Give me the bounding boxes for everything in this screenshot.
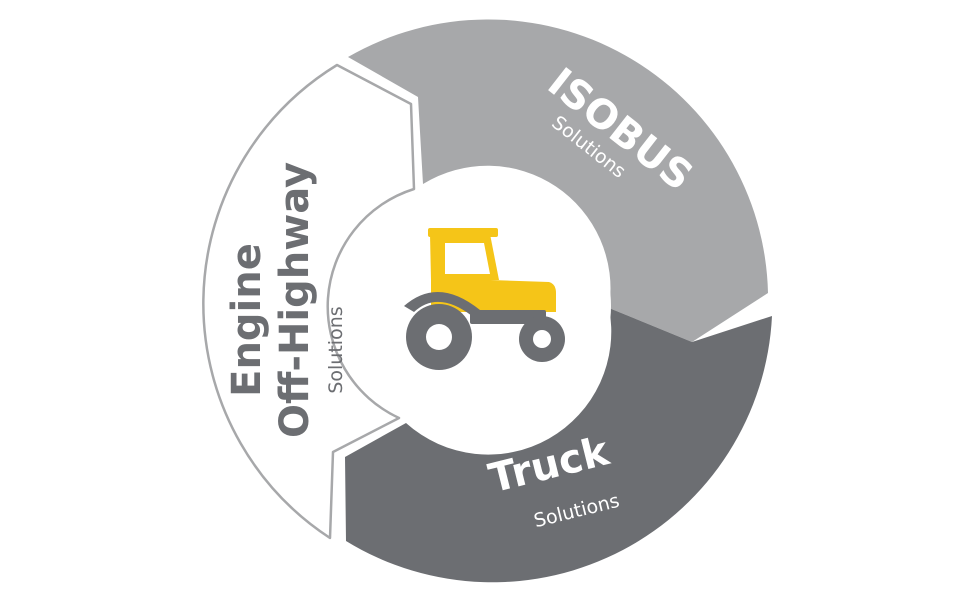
tractor-icon — [404, 228, 565, 370]
engine-segment — [202, 63, 416, 540]
engine-subtitle: Solutions — [325, 306, 347, 393]
isobus-segment — [348, 19, 768, 342]
engine-title-line1: Engine — [224, 243, 270, 397]
engine-title-line2: Off-Highway — [272, 162, 318, 438]
truck-segment — [345, 308, 772, 583]
